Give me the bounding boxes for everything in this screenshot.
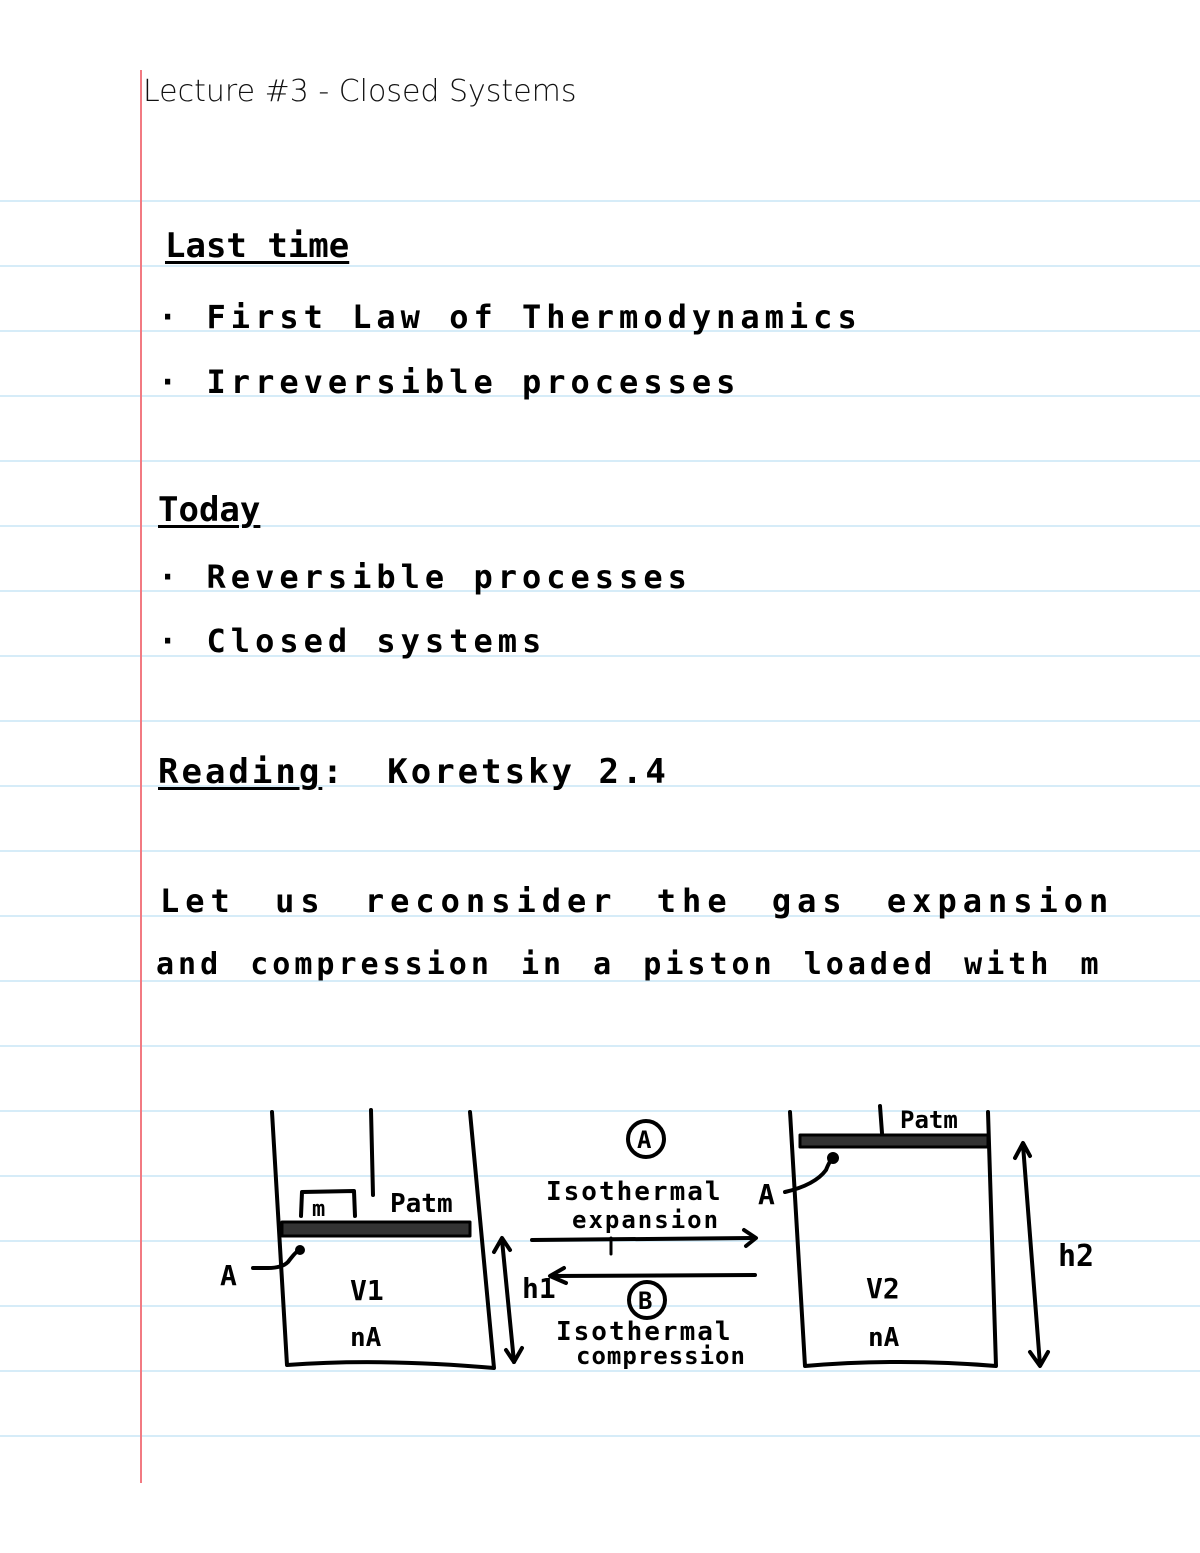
rule-line [0, 720, 1200, 722]
marker-b-circle [627, 1280, 667, 1320]
process-a-line2: expansion [572, 1206, 720, 1234]
rule-line [0, 395, 1200, 397]
rule-line [0, 1435, 1200, 1437]
left-height-label: h1 [522, 1272, 556, 1305]
paragraph-line-2: and compression in a piston loaded with … [156, 947, 1103, 982]
today-item: · Closed systems [158, 622, 547, 660]
reading-line: Reading: Koretsky 2.4 [158, 752, 669, 792]
left-pressure-label: Patm [390, 1189, 453, 1219]
rule-line [0, 525, 1200, 527]
today-heading: Today [158, 490, 261, 530]
rule-line [0, 850, 1200, 852]
left-moles-label: nA [350, 1323, 382, 1353]
rule-line [0, 785, 1200, 787]
mass-label: m [312, 1197, 325, 1222]
rule-line [0, 1305, 1200, 1307]
rule-line [0, 980, 1200, 982]
reading-label: Reading [158, 752, 323, 792]
process-a-line1: Isothermal [546, 1177, 723, 1207]
right-pressure-label: Patm [900, 1106, 958, 1134]
rule-line [0, 590, 1200, 592]
last-time-item: · First Law of Thermodynamics [158, 298, 862, 336]
left-area-label: A [220, 1259, 237, 1292]
reading-value: Koretsky 2.4 [387, 752, 669, 792]
margin-line [140, 70, 142, 1483]
rule-line [0, 1045, 1200, 1047]
process-b-line1: Isothermal [556, 1317, 733, 1347]
rule-line [0, 1370, 1200, 1372]
mass-block [299, 1189, 357, 1218]
right-piston-plate [798, 1133, 990, 1149]
rule-line [0, 200, 1200, 202]
left-piston-plate [280, 1220, 472, 1238]
rule-line [0, 330, 1200, 332]
rule-line [0, 1110, 1200, 1112]
left-area-pointer [251, 1248, 302, 1270]
right-height-label: h2 [1058, 1239, 1094, 1274]
marker-b-label: B [638, 1287, 652, 1315]
rule-line [0, 1175, 1200, 1177]
page-title: Lecture #3 - Closed Systems [143, 74, 577, 109]
rule-line [0, 460, 1200, 462]
right-moles-label: nA [868, 1323, 900, 1353]
today-item: · Reversible processes [158, 558, 692, 596]
right-cylinder [788, 1110, 998, 1368]
right-volume-label: V2 [866, 1272, 900, 1305]
process-b-line2: compression [576, 1342, 746, 1370]
marker-a-label: A [637, 1126, 652, 1154]
left-cylinder [270, 1110, 496, 1370]
paragraph-line-1: Let us reconsider the gas expansion [160, 882, 1115, 920]
reading-separator: : [322, 752, 346, 792]
marker-a-circle [626, 1119, 666, 1159]
rule-line [0, 915, 1200, 917]
right-area-label: A [758, 1178, 775, 1211]
rule-line [0, 265, 1200, 267]
last-time-heading: Last time [165, 226, 350, 266]
last-time-item: · Irreversible processes [158, 363, 741, 401]
rule-line [0, 655, 1200, 657]
left-volume-label: V1 [350, 1274, 384, 1307]
